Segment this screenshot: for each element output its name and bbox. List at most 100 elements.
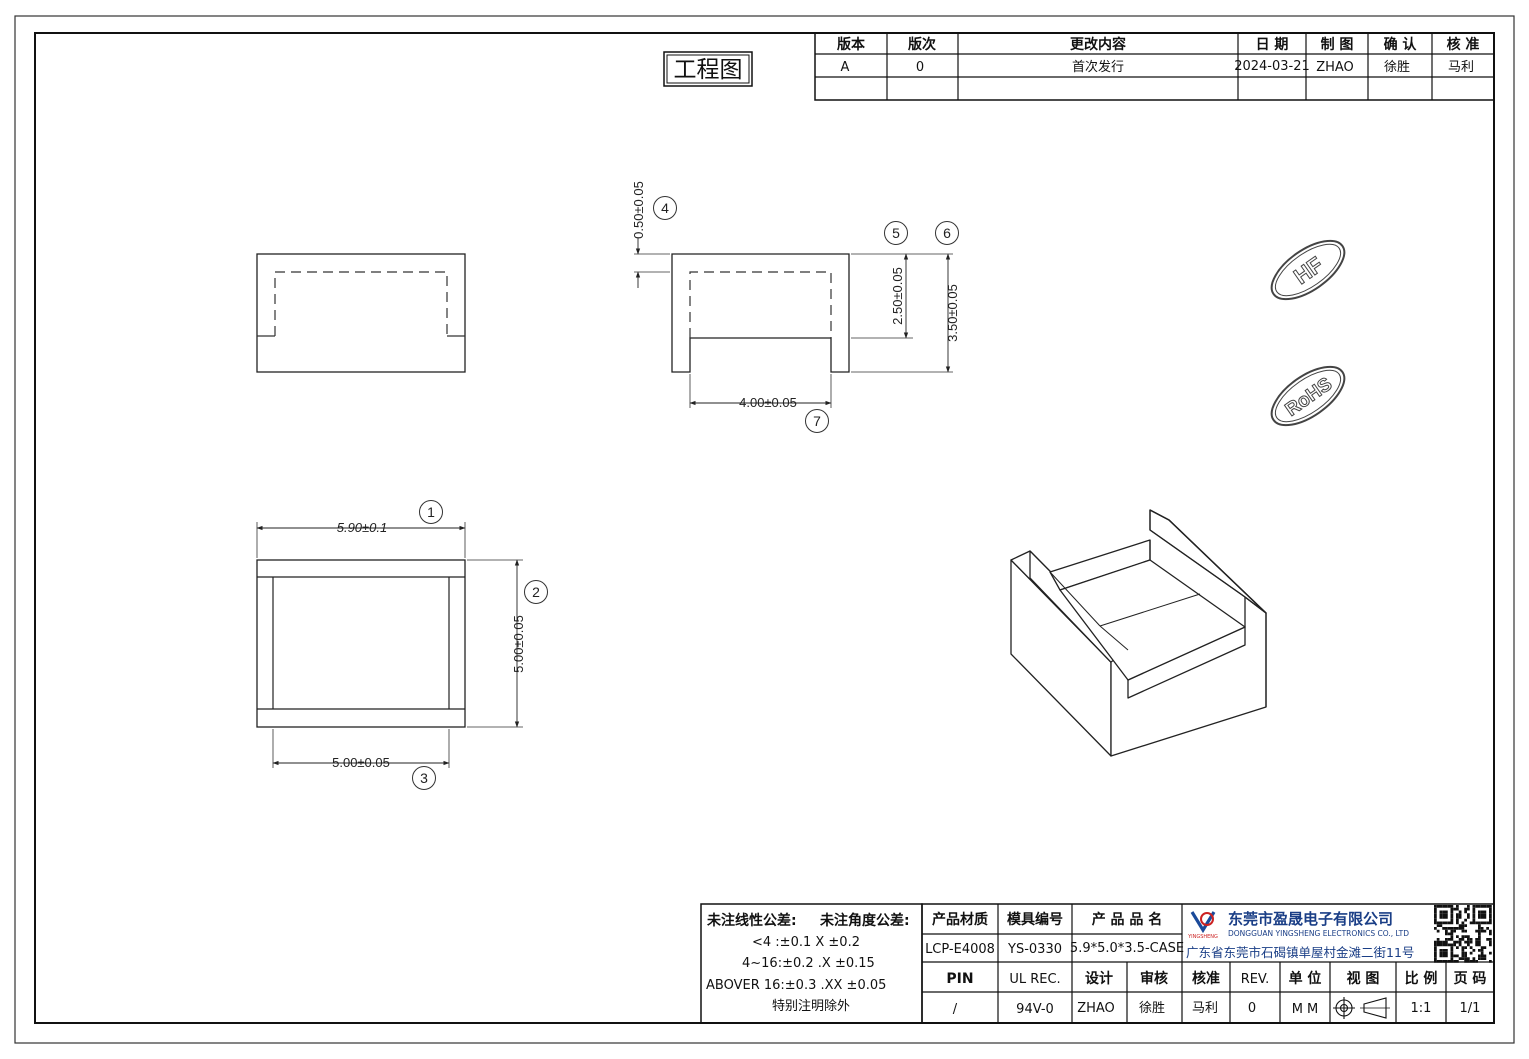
qr-module [1434,905,1437,908]
qr-module [1442,927,1445,930]
balloon-1-label: 1 [427,504,435,520]
qr-module [1483,929,1487,933]
qr-module [1442,905,1445,908]
qr-module [1445,943,1448,947]
review-label: 审核 [1140,970,1168,987]
qr-module [1453,954,1456,958]
qr-module [1475,938,1478,941]
rev-header-confirm: 确 认 [1384,36,1418,53]
qr-module [1450,957,1454,960]
qr-module [1461,951,1465,955]
qr-module [1434,916,1437,919]
qr-module [1478,905,1481,908]
qr-module [1464,951,1467,955]
qr-module [1450,960,1454,963]
qr-module [1447,905,1451,908]
qr-module [1450,935,1454,938]
qr-module [1480,929,1484,933]
qr-module [1467,943,1470,947]
review-value: 徐胜 [1139,1001,1165,1016]
dim-5-text: 2.50±0.05 [890,267,905,325]
qr-module [1450,929,1454,933]
qr-module [1450,932,1454,936]
qr-module [1464,918,1467,922]
qr-module [1447,927,1451,930]
rohs-stamp: RoHS [1270,365,1346,427]
qr-module [1445,940,1448,944]
qr-module [1467,916,1470,919]
dim-4-text: 0.50±0.05 [631,181,646,239]
qr-module [1472,957,1476,960]
qr-module [1447,921,1451,925]
balloon-5-label: 5 [892,225,900,241]
qr-module [1472,907,1476,911]
qr-module [1458,943,1462,947]
qr-module [1464,954,1467,958]
qr-module [1480,913,1484,916]
qr-module [1464,940,1467,944]
qr-module [1436,943,1440,947]
qr-module [1439,916,1443,919]
qr-module [1434,921,1437,925]
drawing-title: 工程图 [663,51,753,87]
qr-module [1478,921,1481,925]
qr-module [1478,954,1481,958]
qr-module [1461,929,1465,933]
qr-module [1450,943,1454,947]
company-name-en: DONGGUAN YINGSHENG ELECTRONICS CO., LTD [1228,929,1409,938]
qr-module [1467,905,1470,908]
qr-module [1489,918,1492,922]
unit-label: 单 位 [1289,970,1322,987]
qr-module [1461,954,1465,958]
material-label: 产品材质 [932,911,988,928]
balloon-6 [935,221,959,245]
qr-module [1478,938,1481,941]
qr-module [1442,943,1445,947]
qr-module [1450,954,1454,958]
approve-value: 马利 [1192,1001,1218,1016]
qr-module [1434,954,1437,958]
qr-module [1450,951,1454,955]
qr-module [1472,910,1476,914]
balloon-7 [805,409,829,433]
qr-module [1478,916,1481,919]
qr-module [1458,924,1462,927]
qr-module [1442,960,1445,963]
qr-module [1475,960,1478,963]
qr-module [1434,951,1437,955]
qr-module [1456,935,1459,938]
qr-module [1450,946,1454,949]
balloon-6-label: 6 [943,225,951,241]
qr-module [1434,940,1437,944]
qr-module [1464,924,1467,927]
qr-module [1439,913,1443,916]
qr-module [1478,924,1481,927]
qr-module [1450,921,1454,925]
qr-module [1464,957,1467,960]
qr-module [1478,949,1481,952]
qr-module [1442,910,1445,914]
rev-cell-change: 首次发行 [1072,59,1124,75]
qr-module [1445,905,1448,908]
rev-header-date: 日 期 [1256,37,1289,53]
dim-1-text: 5.90±0.1 [337,520,388,535]
qr-module [1445,938,1448,941]
qr-module [1467,957,1470,960]
qr-module [1472,905,1476,908]
qr-module [1439,951,1443,955]
pin-label: PIN [946,971,973,987]
qr-module [1467,935,1470,938]
qr-module [1472,913,1476,916]
qr-module [1480,910,1484,914]
balloon-5 [884,221,908,245]
qr-module [1489,907,1492,911]
qr-module [1442,913,1445,916]
product-label: 产 品 品 名 [1092,911,1163,928]
mold-label: 模具编号 [1007,911,1063,928]
qr-module [1478,932,1481,936]
qr-module [1467,938,1470,941]
qr-module [1478,943,1481,947]
qr-module [1472,949,1476,952]
qr-module [1445,927,1448,930]
